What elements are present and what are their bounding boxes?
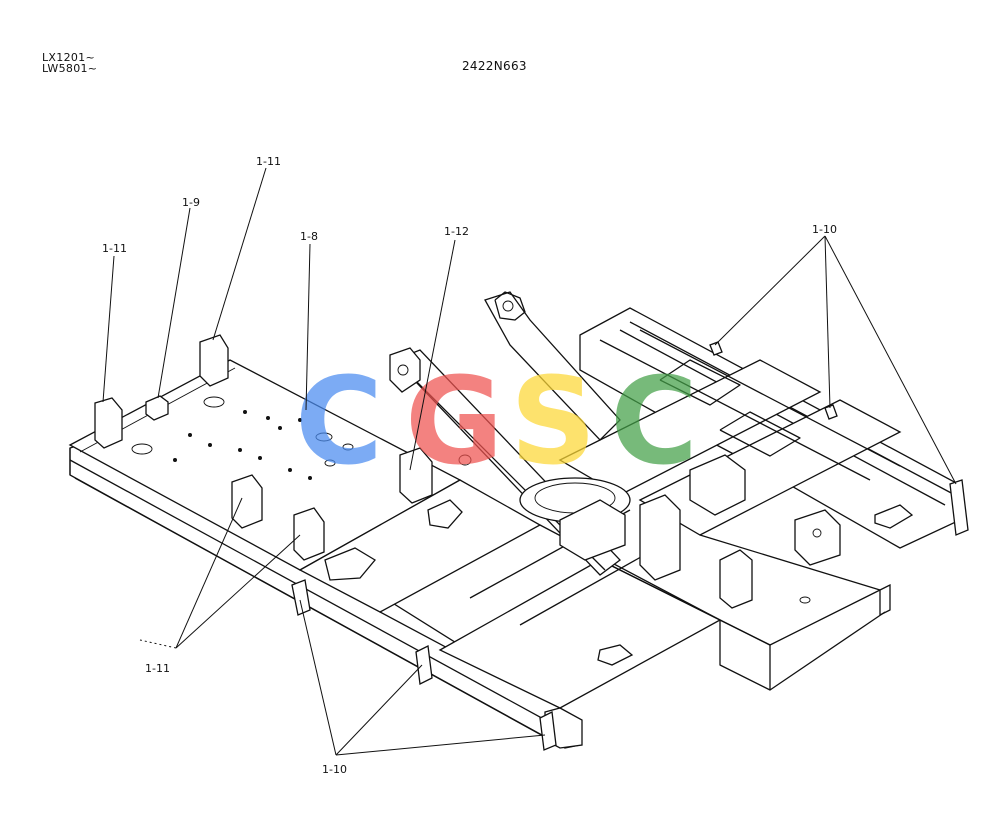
callout-1-11-left: 1-11: [102, 242, 127, 255]
serial-range-2: LW5801~: [42, 62, 98, 75]
callout-1-10-bottom: 1-10: [322, 763, 347, 776]
watermark-letter-1: C: [295, 353, 383, 492]
callout-labels: 1-11 1-9 1-11 1-8 1-12 1-10 1-11 1-10: [102, 155, 837, 776]
drawing-number: 2422N663: [462, 59, 527, 73]
callout-1-8: 1-8: [300, 230, 318, 243]
cgsc-watermark: C G S C: [295, 353, 698, 492]
leader-lines: [102, 167, 957, 756]
serial-range-1: LX1201~: [42, 51, 95, 64]
callout-1-10-top: 1-10: [812, 223, 837, 236]
callout-1-11-top: 1-11: [256, 155, 281, 168]
watermark-letter-3: S: [510, 353, 596, 492]
callout-1-12: 1-12: [444, 225, 469, 238]
watermark-letter-4: C: [610, 353, 698, 492]
frame-linework: [68, 291, 969, 751]
callout-1-9: 1-9: [182, 196, 200, 209]
watermark-letter-2: G: [405, 353, 504, 492]
callout-1-11-bottom: 1-11: [145, 662, 170, 675]
